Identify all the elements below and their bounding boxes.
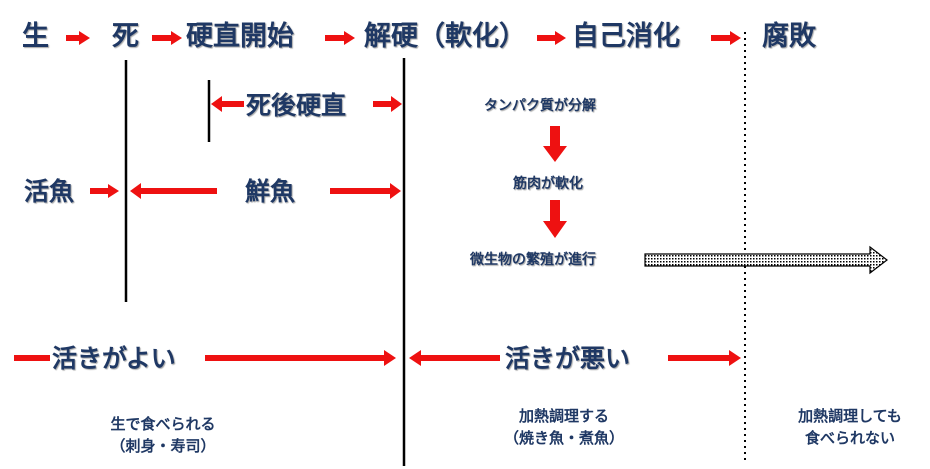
process-step-protein: タンパク質が分解 — [484, 98, 596, 114]
freshness-bad-label: 活きが悪い — [505, 344, 631, 373]
live-fish-arrow — [90, 184, 119, 198]
raw-use-line2: （刺身・寿司） — [110, 436, 216, 455]
fresh-fish-arrow-left — [130, 183, 217, 199]
process-step-microbial: 微生物の繁殖が進行 — [470, 252, 596, 268]
freshness-good-arrow-right — [205, 350, 396, 366]
raw-use-line1: 生で食べられる — [110, 415, 216, 433]
raw-use-note: 生で食べられる （刺身・寿司） — [98, 414, 228, 458]
freshness-bad-arrow-right — [668, 350, 741, 366]
fresh-fish-label: 鮮魚 — [245, 177, 296, 206]
arrow-resolution-to-autolysis — [537, 31, 566, 45]
arrow-autolysis-to-putrefaction — [711, 31, 741, 45]
stage-resolution-label: 解硬（軟化） — [364, 21, 526, 52]
cook-use-line2: （焼き魚・煮魚） — [503, 428, 624, 447]
stage-autolysis-label: 自己消化 — [572, 21, 680, 52]
stage-putrefaction-label: 腐敗 — [762, 21, 816, 52]
freshness-good-bar-left — [14, 355, 50, 361]
inedible-note: 加熱調理しても 食べられない — [780, 406, 920, 450]
arrow-death-to-rigor — [152, 31, 182, 45]
live-fish-label: 活魚 — [24, 177, 75, 206]
arrow-rigor-to-resolution — [325, 31, 355, 45]
cook-use-line1: 加熱調理する — [518, 407, 609, 425]
rigor-arrow-left — [211, 96, 244, 112]
process-down-arrow-1 — [543, 126, 567, 162]
freshness-good-label: 活きがよい — [52, 344, 176, 373]
arrow-alive-to-death — [66, 31, 90, 45]
fresh-fish-arrow-right — [330, 183, 401, 199]
stage-rigor-start-label: 硬直開始 — [186, 21, 294, 52]
microbial-growth-arrow — [644, 245, 888, 275]
stage-alive-label: 生 — [22, 21, 49, 52]
inedible-line1: 加熱調理しても — [798, 407, 902, 425]
cook-use-note: 加熱調理する （焼き魚・煮魚） — [498, 406, 630, 450]
stage-death-label: 死 — [112, 21, 139, 52]
freshness-bad-arrow-left — [409, 350, 500, 366]
process-down-arrow-2 — [543, 200, 567, 238]
inedible-line2: 食べられない — [804, 428, 895, 447]
rigor-arrow-right — [373, 96, 402, 112]
process-step-softening: 筋肉が軟化 — [513, 176, 583, 192]
rigor-mortis-label: 死後硬直 — [246, 91, 347, 120]
